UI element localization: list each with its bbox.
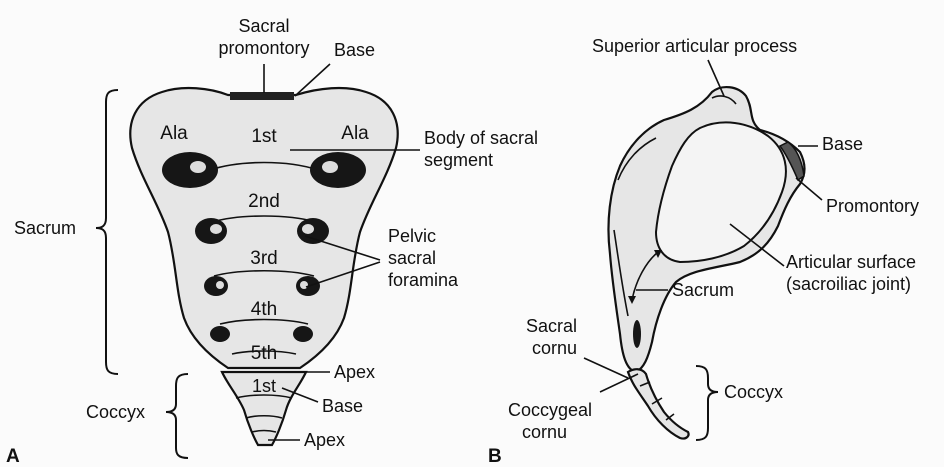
pelvic-foramina-label-3: foramina — [388, 270, 459, 290]
segment-label-2: 2nd — [248, 191, 280, 212]
foramen-right-4 — [293, 326, 313, 342]
panel-b: Superior articular process Base Promonto… — [488, 36, 919, 467]
coccyx-label-b: Coccyx — [724, 382, 783, 402]
sacral-hiatus — [633, 320, 641, 348]
segment-label-1: 1st — [251, 126, 277, 147]
foramen-left-1 — [162, 152, 218, 188]
foramen-left-3 — [204, 276, 228, 296]
coccyx-base-label: Base — [322, 396, 363, 416]
panel-b-letter: B — [488, 446, 502, 467]
coccyx-bracket-b — [696, 366, 718, 440]
sacral-promontory-band — [230, 92, 294, 100]
sacral-promontory-label-1: Sacral — [238, 16, 289, 36]
body-label-1: Body of sacral — [424, 128, 538, 148]
panel-a-letter: A — [6, 446, 20, 467]
coccyx-apex-label: Apex — [304, 430, 345, 450]
superior-articular-process-label: Superior articular process — [592, 36, 797, 56]
sacral-cornu-label-2: cornu — [532, 338, 577, 358]
ala-right-label: Ala — [341, 123, 369, 144]
coccyx-lateral-outline — [628, 369, 689, 438]
apex-label-sacrum: Apex — [334, 362, 375, 382]
base-label-a: Base — [334, 40, 375, 60]
segment-label-5: 5th — [251, 343, 277, 364]
coccyx-bracket-a — [166, 374, 188, 458]
promontory-label: Promontory — [826, 196, 919, 216]
coccyx-label-a: Coccyx — [86, 402, 145, 422]
segment-label-3: 3rd — [250, 248, 277, 269]
foramen-left-4 — [210, 326, 230, 342]
coccygeal-cornu-label-1: Coccygeal — [508, 400, 592, 420]
sacrum-label-a: Sacrum — [14, 218, 76, 238]
pelvic-foramina-label-2: sacral — [388, 248, 436, 268]
coccygeal-cornu-label-2: cornu — [522, 422, 567, 442]
coccyx-segment-label: 1st — [252, 376, 276, 396]
ala-left-label: Ala — [160, 123, 188, 144]
pelvic-foramina-label-1: Pelvic — [388, 226, 436, 246]
foramen-right-1 — [310, 152, 366, 188]
segment-label-4: 4th — [251, 299, 277, 320]
sacral-cornu-label-1: Sacral — [526, 316, 577, 336]
base-label-b: Base — [822, 134, 863, 154]
sacrum-bracket — [96, 90, 118, 374]
sacral-promontory-label-2: promontory — [218, 38, 309, 58]
panel-a: 1st 2nd 3rd 4th 5th Ala Ala 1st Sacral p… — [6, 16, 538, 467]
sacrum-label-b: Sacrum — [672, 280, 734, 300]
articular-surface-label-2: (sacroiliac joint) — [786, 274, 911, 294]
articular-surface-label-1: Articular surface — [786, 252, 916, 272]
body-label-2: segment — [424, 150, 493, 170]
